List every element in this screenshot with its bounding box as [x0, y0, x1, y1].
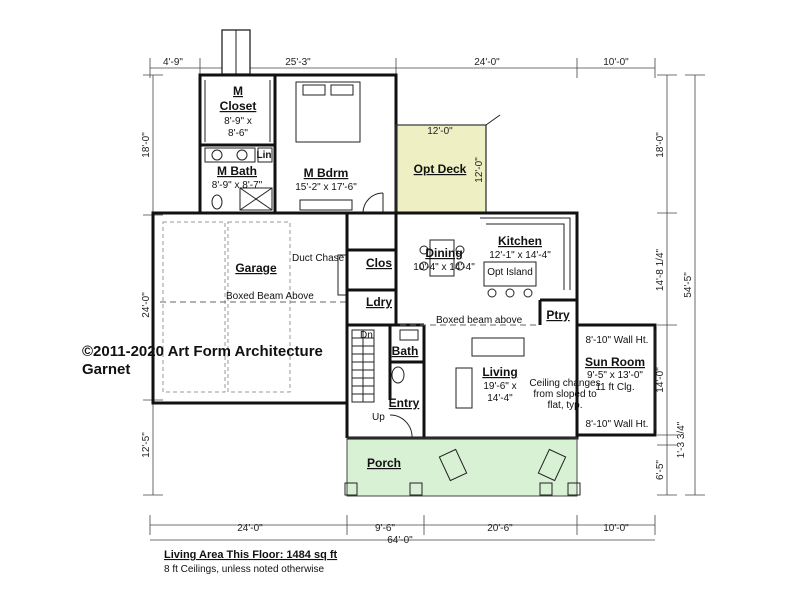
dim-bottom-total: 64'-0"	[387, 535, 413, 546]
dim-bottom-2: 9'-6"	[375, 523, 395, 534]
dim-right-4: 1'-3 3/4"	[676, 421, 687, 458]
ceiling-height-text: 8 ft Ceilings, unless noted otherwise	[164, 564, 325, 575]
porch-label: Porch	[367, 456, 401, 470]
closet-label-line2: Closet	[220, 99, 257, 113]
living-size-1: 19'-6" x	[483, 381, 516, 392]
porch	[344, 437, 581, 497]
kitchen-label: Kitchen	[498, 234, 542, 248]
dim-top-2: 25'-3"	[285, 57, 311, 68]
dim-bottom-3: 20'-6"	[487, 523, 513, 534]
deck-label: Opt Deck	[414, 162, 467, 176]
deck-height: 12'-0"	[474, 157, 485, 183]
living-size-2: 14'-4"	[487, 393, 513, 404]
copyright-line1: ©2011-2020 Art Form Architecture	[82, 343, 323, 360]
deck-width: 12'-0"	[427, 126, 453, 137]
linen-label: Lin	[257, 150, 272, 161]
wall-height-bottom: 8'-10" Wall Ht.	[586, 419, 649, 430]
garage-label: Garage	[235, 261, 277, 275]
garage-beam-label: Boxed Beam Above	[226, 291, 314, 302]
dim-right-3: 14'-0"	[655, 367, 666, 393]
living-label: Living	[482, 365, 517, 379]
sun-room-size-2: 11 ft Clg.	[595, 382, 634, 393]
dim-top-4: 10'-0"	[603, 57, 629, 68]
dining-size: 10'-4" x 14'-4"	[413, 262, 475, 273]
copyright-line2: Garnet	[82, 361, 130, 378]
laundry-label: Ldry	[366, 295, 392, 309]
dining-label: Dining	[425, 246, 462, 260]
dim-right-2: 14'-8 1/4"	[655, 248, 666, 291]
bath-label: Bath	[392, 344, 419, 358]
duct-chase-label: Duct Chase	[292, 253, 345, 264]
closet-small-label: Clos	[366, 256, 392, 270]
master-bath-label: M Bath	[217, 164, 257, 178]
closet-label-line1: M	[233, 84, 243, 98]
dim-right-5: 6'-5"	[655, 460, 666, 480]
dim-bottom-1: 24'-0"	[237, 523, 263, 534]
stairs	[351, 329, 375, 403]
entry-label: Entry	[389, 396, 420, 410]
sun-room-size-1: 9'-5" x 13'-0"	[587, 370, 643, 381]
pantry-label: Ptry	[546, 308, 570, 322]
bottom-dimensions: 24'-0" 9'-6" 20'-6" 10'-0" 64'-0"	[149, 515, 656, 546]
sun-room-label: Sun Room	[585, 355, 645, 369]
ceiling-note-3: flat, typ.	[547, 400, 582, 411]
living-beam-label: Boxed beam above	[436, 315, 523, 326]
porch-area	[347, 438, 577, 496]
dim-left-1: 18'-0"	[141, 132, 152, 158]
living-area-text: Living Area This Floor: 1484 sq ft	[164, 549, 338, 561]
dim-left-2: 24'-0"	[141, 292, 152, 318]
master-bedroom-size: 15'-2" x 17'-6"	[295, 182, 357, 193]
garage	[151, 211, 349, 405]
dim-bottom-4: 10'-0"	[603, 523, 629, 534]
ceiling-note-2: from sloped to	[533, 389, 597, 400]
master-bath-size: 8'-9" x 8'-7"	[212, 180, 263, 191]
dim-right-1: 18'-0"	[655, 132, 666, 158]
stairs-down-label: Dn	[360, 330, 373, 341]
dim-left-3: 12'-5"	[141, 432, 152, 458]
dim-top-1: 4'-9"	[163, 57, 183, 68]
master-bedroom-label: M Bdrm	[304, 166, 349, 180]
dim-top-3: 24'-0"	[474, 57, 500, 68]
stairs-up-label: Up	[372, 412, 385, 423]
kitchen-size: 12'-1" x 14'-4"	[489, 250, 551, 261]
dim-right-total: 54'-5"	[683, 272, 694, 298]
wall-height-top: 8'-10" Wall Ht.	[586, 335, 649, 346]
island-label: Opt Island	[487, 267, 533, 278]
ceiling-note-1: Ceiling changes	[529, 378, 600, 389]
closet-size-2: 8'-6"	[228, 128, 248, 139]
closet-size-1: 8'-9" x	[224, 116, 252, 127]
deck-area	[396, 125, 486, 213]
right-dimensions: 18'-0" 14'-8 1/4" 14'-0" 1'-3 3/4" 6'-5"…	[655, 74, 705, 496]
